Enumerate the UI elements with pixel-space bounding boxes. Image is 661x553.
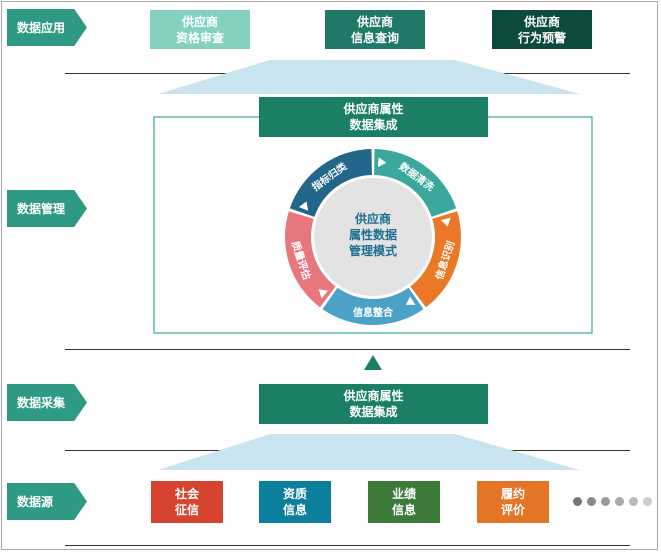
segment-data-cleaning [374,149,457,217]
cycle-center-circle [314,178,432,296]
cycle-arrow [318,289,329,299]
integration-bottom-line1: 供应商属性 [343,389,404,403]
source-4-line1: 履约 [500,487,525,501]
app-box-2-line1: 供应商 [356,14,393,29]
integration-bottom-line2: 数据集成 [349,405,398,419]
cycle-arrow [377,157,387,168]
source-2-line2: 信息 [282,503,307,517]
trapezoid-bottom [158,434,580,470]
app-box-qualification-review: 供应商资格审查 [150,10,250,49]
app-box-behavior-warning: 供应商行为预警 [492,10,592,49]
source-3-line2: 信息 [391,503,416,517]
segment-info-identify [410,211,461,308]
trapezoid-top [158,60,580,94]
app-box-2-line2: 信息查询 [350,30,399,45]
app-box-3-line2: 行为预警 [517,30,566,45]
ellipsis-dot [643,497,652,506]
cycle-arrow [298,201,309,211]
integration-box-top: 供应商属性数据集成 [259,97,488,137]
ellipsis-dot [601,497,610,506]
segment-quality-assess [285,211,336,308]
ellipsis-dot [615,497,624,506]
cycle-arrow [405,296,416,305]
ellipsis-dot [629,497,638,506]
cycle-segment-label: 信息整合 [353,306,394,319]
cycle-arrow [440,217,451,227]
source-1-line2: 征信 [174,503,199,517]
integration-top-line1: 供应商属性 [343,102,404,116]
layer-label-source: 数据源 [7,483,87,520]
source-box-qualification: 资质信息 [259,481,331,523]
ellipsis-dot [573,497,582,506]
app-box-info-query: 供应商信息查询 [325,10,425,49]
source-box-contract-evaluation: 履约评价 [477,481,549,523]
cycle-center-text: 管理模式 [349,243,397,258]
source-box-performance: 业绩信息 [368,481,440,523]
cycle-center-text: 供应商 [354,211,391,226]
app-box-1-line2: 资格审查 [175,30,224,45]
divider-line-4 [65,545,630,546]
up-arrow-triangle [364,355,382,370]
source-4-line2: 评价 [500,503,525,517]
integration-top-line2: 数据集成 [349,118,398,132]
app-box-1-line1: 供应商 [181,14,218,29]
ellipsis-dot [587,497,596,506]
app-box-3-line1: 供应商 [523,14,560,29]
source-box-social-credit: 社会征信 [151,481,223,523]
layer-label-management: 数据管理 [7,190,87,227]
segment-info-integrate [322,287,424,325]
source-3-line1: 业绩 [391,487,416,501]
integration-box-bottom: 供应商属性数据集成 [259,384,488,424]
segment-indicator-classify [289,149,372,217]
source-2-line1: 资质 [282,487,307,501]
layer-label-application: 数据应用 [7,9,87,46]
layer-label-collection: 数据采集 [7,384,87,421]
divider-line-2 [65,349,630,350]
source-1-line1: 社会 [174,487,199,501]
cycle-center-text: 属性数据 [349,227,397,242]
